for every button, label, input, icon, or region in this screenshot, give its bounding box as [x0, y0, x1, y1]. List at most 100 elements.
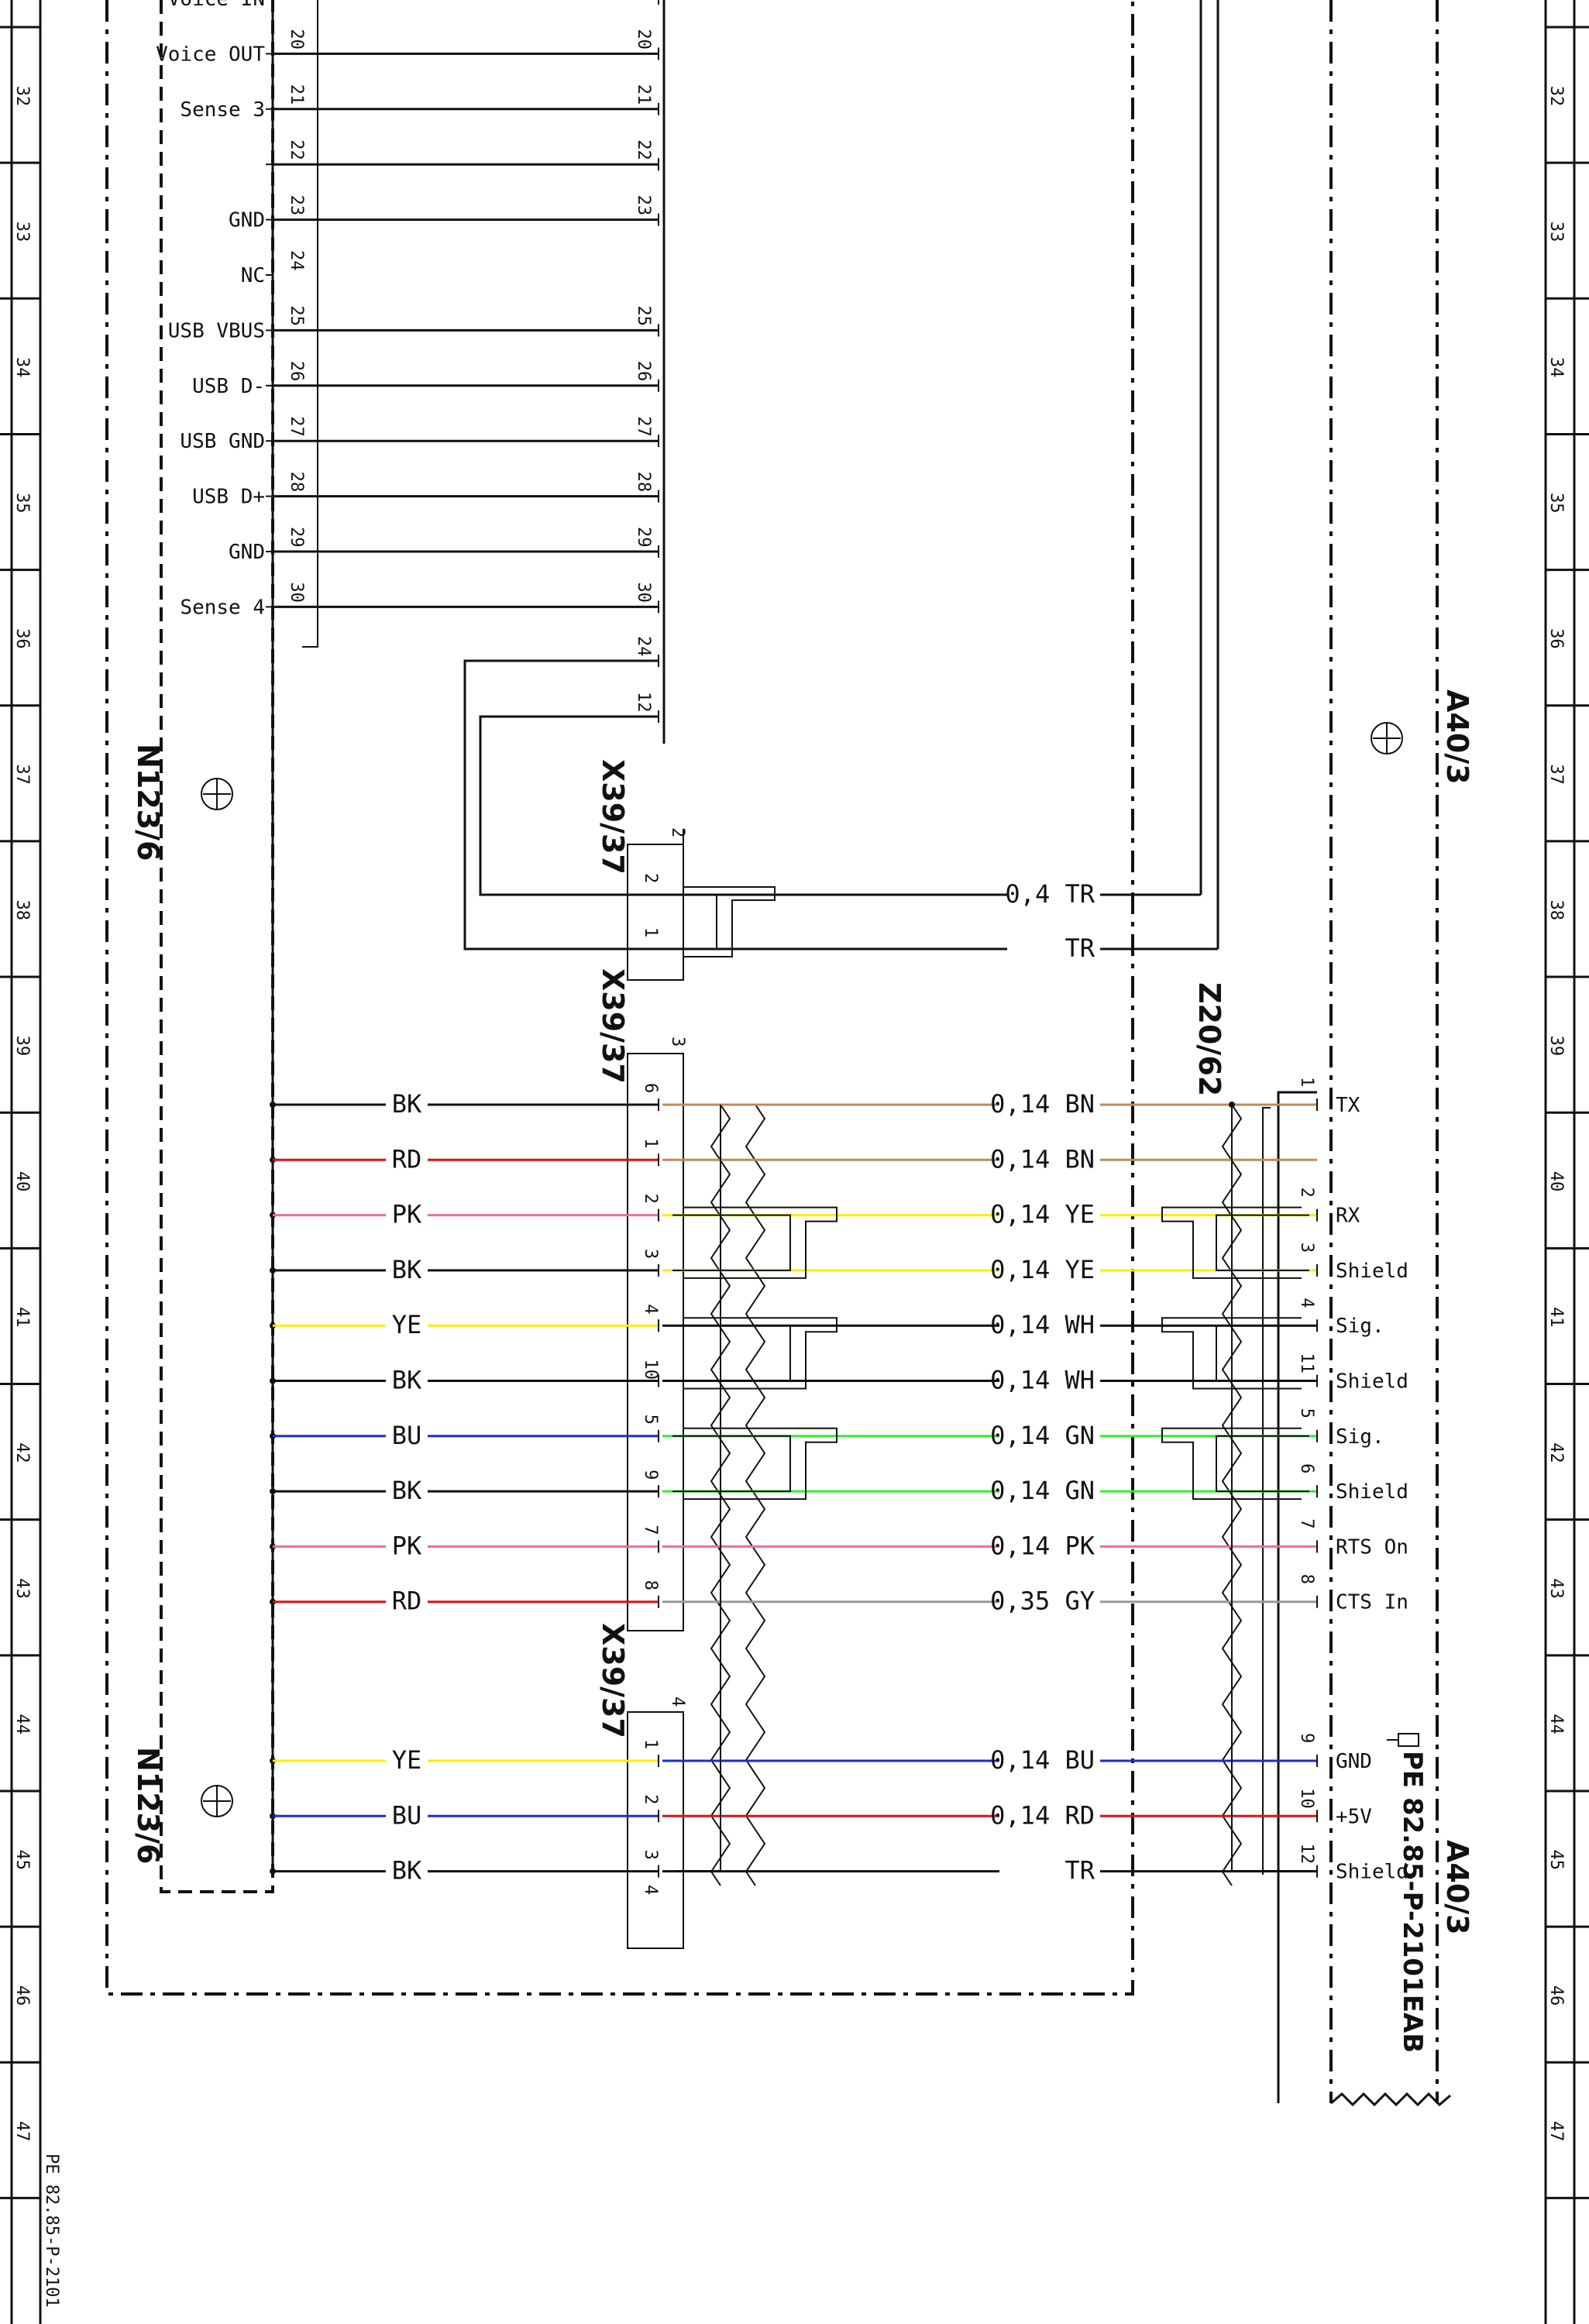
- ruler-number-right: 41: [1546, 1307, 1566, 1328]
- x39-pin-number: 1: [641, 1138, 660, 1148]
- ruler-number-left: 37: [12, 764, 32, 785]
- wire-color-label: PK: [392, 1200, 422, 1229]
- ruler-number-left: 44: [12, 1714, 32, 1734]
- twist-marker: [1161, 1427, 1302, 1501]
- a40-pin-number: 1: [1297, 1077, 1316, 1087]
- component-z20: Z20/62: [1192, 982, 1226, 1096]
- ruler-number-left: 39: [12, 1036, 32, 1057]
- x39-pin-number: 21: [634, 84, 653, 105]
- wire-color-label: BK: [392, 1089, 422, 1119]
- ruler-number-left: 35: [12, 493, 32, 514]
- pin-number: 26: [287, 361, 306, 382]
- x39-pin-number: 23: [634, 195, 653, 216]
- wire-color-label: BK: [392, 1255, 422, 1284]
- ruler-number-left: 40: [12, 1171, 32, 1192]
- ruler-number-left: 32: [12, 86, 32, 107]
- ruler-number-left: 34: [12, 357, 32, 378]
- shield-ground-icon: [201, 1785, 233, 1817]
- twist-marker: [683, 1317, 837, 1390]
- signal-label: Shield: [1336, 1370, 1408, 1394]
- ruler-number-left: 38: [12, 899, 32, 920]
- pin-label: USB GND: [180, 430, 265, 453]
- x39-pin-number: 30: [634, 582, 653, 603]
- connector-x39-c-number: 4: [668, 1697, 687, 1707]
- pin-number: 25: [287, 305, 306, 326]
- x39-pin-number: 28: [634, 472, 653, 493]
- twist-marker: [1216, 1214, 1309, 1271]
- wire-label: TR: [1064, 1856, 1095, 1886]
- wire-label: 0,14 YE: [990, 1255, 1095, 1284]
- wire-label: 0,14 PK: [990, 1531, 1095, 1560]
- twist-marker: [683, 886, 776, 957]
- a40-pin-number: 11: [1297, 1353, 1316, 1374]
- x39-pin-number: 7: [641, 1525, 660, 1535]
- x39-pin-number: 2: [641, 1794, 660, 1804]
- wire-color-label: BK: [392, 1856, 422, 1886]
- pin-label: USB VBUS: [168, 319, 265, 342]
- wire-color-label: PK: [392, 1531, 422, 1560]
- twist-marker: [672, 1214, 791, 1271]
- signal-label: TX: [1336, 1094, 1360, 1117]
- x39-pin-number: 8: [641, 1580, 660, 1590]
- x39-pin-number: 25: [634, 305, 653, 326]
- x39-pin-number: 27: [634, 416, 653, 437]
- hand-pointer-icon: [1387, 1733, 1419, 1747]
- a40-pin-number: 5: [1297, 1408, 1316, 1418]
- wire-label: 0,14 BN: [990, 1089, 1095, 1119]
- signal-label: RTS On: [1336, 1535, 1408, 1559]
- twist-marker: [1216, 1325, 1309, 1382]
- x39-pin-number: 9: [641, 1470, 660, 1480]
- x39-pin-number: 26: [634, 361, 653, 382]
- ruler-number-right: 47: [1546, 2121, 1566, 2142]
- twist-marker: [1161, 1206, 1302, 1279]
- shield-return: [674, 1105, 721, 1872]
- shield-ground-icon: [201, 778, 233, 810]
- connector-x39-b: X39/37: [596, 968, 630, 1084]
- component-n123-lower: N123/6: [131, 1747, 165, 1864]
- wire-label: 0,4 TR: [1005, 879, 1095, 909]
- x39-pin-number: 12: [634, 692, 653, 713]
- wire-label: TR: [1064, 933, 1095, 963]
- ruler-footer: PE 82.85-P-2101: [42, 2154, 61, 2308]
- wire-color-label: BK: [392, 1366, 422, 1395]
- x39-pin-number: 1: [641, 927, 660, 937]
- ruler-number-left: 33: [12, 222, 32, 242]
- ruler-number-right: 38: [1546, 899, 1566, 920]
- a40-pin-number: 2: [1297, 1188, 1316, 1198]
- wire-color-label: BU: [392, 1800, 422, 1830]
- a40-pin-number: 12: [1297, 1844, 1316, 1865]
- wire-color-label: RD: [392, 1144, 422, 1174]
- pin-label: NC: [241, 264, 265, 287]
- pin-label: GND: [229, 541, 265, 564]
- a40-pin-number: 3: [1297, 1243, 1316, 1253]
- component-a40-upper: A40/3: [1440, 689, 1474, 785]
- signal-label: GND: [1336, 1750, 1372, 1773]
- wire-label: 0,14 GN: [990, 1421, 1095, 1450]
- x39-pin-number: 2: [641, 873, 660, 883]
- wire-label: 0,14 YE: [990, 1200, 1095, 1229]
- signal-label: Shield: [1336, 1861, 1408, 1884]
- a40-pin-number: 8: [1297, 1574, 1316, 1584]
- x39-pin-number: 20: [634, 29, 653, 50]
- ruler-number-right: 34: [1546, 357, 1566, 378]
- wire-color-label: BU: [392, 1421, 422, 1450]
- x39-pin-number: 24: [634, 636, 653, 657]
- pin-number: 20: [287, 29, 306, 50]
- ruler-number-right: 40: [1546, 1171, 1566, 1192]
- ruler-number-right: 42: [1546, 1442, 1566, 1463]
- x39-c-pin-4: 4: [641, 1885, 660, 1895]
- a40-pin-number: 9: [1297, 1733, 1316, 1743]
- pin-label: USB D+: [192, 486, 265, 509]
- pin-number: 27: [287, 416, 306, 437]
- signal-label: RX: [1336, 1205, 1360, 1228]
- shield-return: [1231, 1105, 1317, 1872]
- wire-color-label: YE: [392, 1310, 422, 1339]
- ruler-number-right: 39: [1546, 1036, 1566, 1057]
- twist-marker: [683, 1206, 837, 1279]
- a40-pin-number: 10: [1297, 1788, 1316, 1809]
- connector-x39-a: X39/37: [596, 759, 630, 875]
- pin-label: Voice OUT: [156, 43, 265, 66]
- x39-pin-number: 6: [641, 1083, 660, 1093]
- x39-pin-number: 29: [634, 527, 653, 548]
